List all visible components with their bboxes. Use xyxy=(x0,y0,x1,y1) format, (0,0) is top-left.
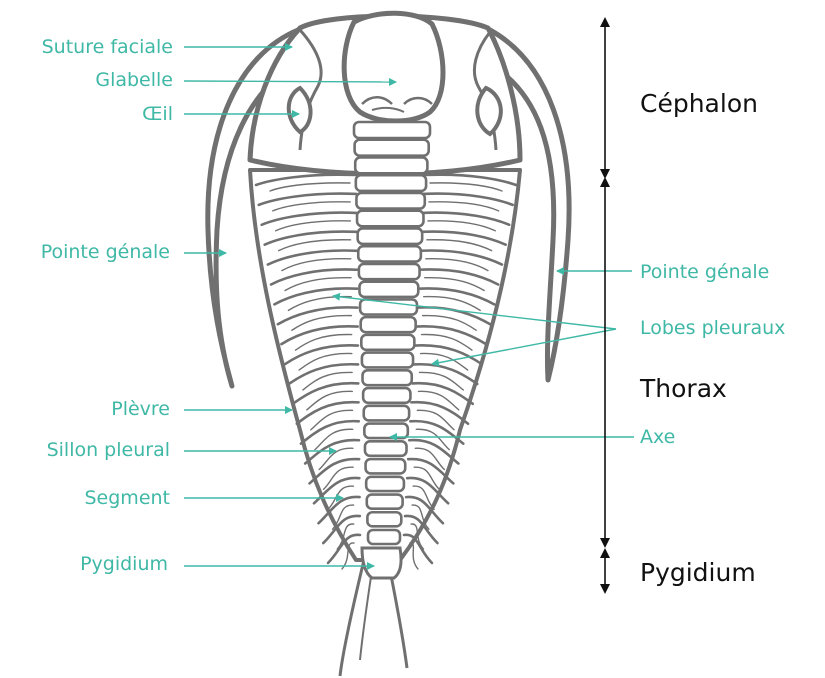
label-suture-faciale: Suture faciale xyxy=(42,38,173,57)
label-oeil: Œil xyxy=(142,105,173,124)
label-pointe-genale-left: Pointe génale xyxy=(41,243,170,262)
label-plevre: Plèvre xyxy=(111,400,170,419)
label-axe: Axe xyxy=(640,428,675,447)
leader-glabelle xyxy=(184,81,396,82)
section-cephalon: Céphalon xyxy=(640,91,758,116)
label-segment: Segment xyxy=(85,489,171,508)
label-lobes-pleuraux: Lobes pleuraux xyxy=(640,319,785,338)
label-sillon-pleural: Sillon pleural xyxy=(47,441,170,460)
section-thorax: Thorax xyxy=(640,376,727,401)
label-pygidium: Pygidium xyxy=(80,555,168,574)
leader-lobes-pleuraux-b xyxy=(432,329,616,364)
label-glabelle: Glabelle xyxy=(95,71,173,90)
label-pointe-genale-right: Pointe génale xyxy=(640,263,769,282)
leader-lobes-pleuraux-a xyxy=(333,296,616,329)
section-pygidium: Pygidium xyxy=(640,560,756,585)
